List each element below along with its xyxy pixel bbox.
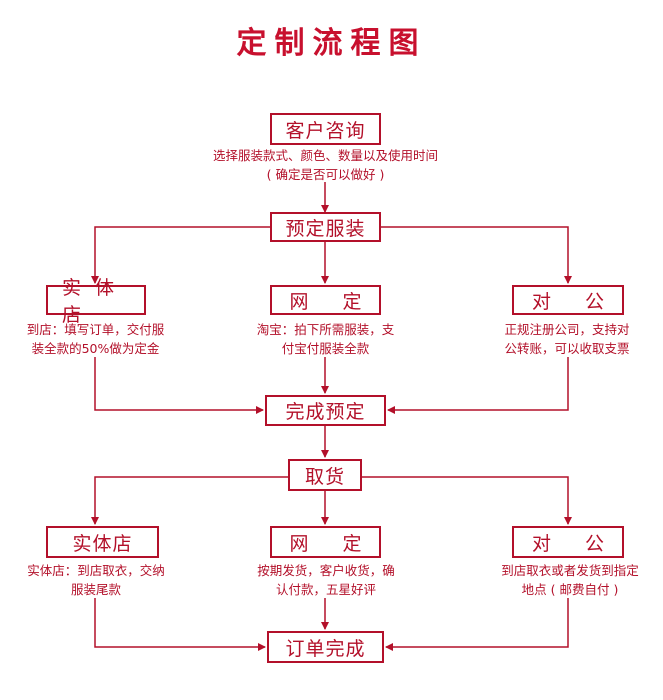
note-online-2: 按期发货，客户收货，确 认付款，五星好评 — [236, 561, 416, 599]
node-store-1: 实体店 — [46, 277, 146, 326]
arrow-store-complete — [94, 598, 266, 651]
node-online-1: 网 定 — [270, 285, 381, 315]
note-corp-1-line2: 公转账，可以收取支票 — [504, 341, 630, 356]
note-online-1-line1: 淘宝：拍下所需服装，支 — [256, 322, 395, 337]
page-title: 定制流程图 — [236, 26, 427, 61]
note-store-2-line1: 实体店：到店取衣，交纳 — [27, 563, 165, 578]
node-pickup: 取货 — [288, 459, 362, 491]
arrow-store-done — [94, 357, 264, 414]
node-order-complete: 订单完成 — [267, 631, 384, 663]
arrow-corp-done — [387, 357, 569, 414]
node-online-2: 网 定 — [270, 526, 381, 558]
node-corp-1: 对 公 — [512, 285, 624, 315]
note-store-1-line2: 装全款的50%做为定金 — [31, 341, 160, 356]
arrow-corp-complete — [385, 598, 569, 651]
note-store-2-line2: 服装尾款 — [70, 582, 121, 597]
node-done-preorder: 完成预定 — [265, 395, 386, 426]
note-corp-2-line1: 到店取衣或者发货到指定 — [501, 563, 639, 578]
note-online-2-line1: 按期发货，客户收货，确 — [257, 563, 395, 578]
note-consult: 选择服装款式、颜色、数量以及使用时间 ( 确定是否可以做好 ) — [163, 146, 488, 184]
note-corp-1: 正规注册公司，支持对 公转账，可以收取支票 — [478, 320, 656, 358]
note-store-1: 到店：填写订单，交付服 装全款的50%做为定金 — [8, 320, 183, 358]
arrow-pickup-store — [91, 476, 288, 525]
node-preorder: 预定服装 — [270, 212, 381, 242]
arrow-preorder-corp — [381, 226, 572, 284]
note-store-1-line1: 到店：填写订单，交付服 — [26, 322, 165, 337]
note-online-1: 淘宝：拍下所需服装，支 付宝付服装全款 — [238, 320, 413, 358]
note-corp-2-line2: 地点 ( 邮费自付 ) — [521, 582, 619, 597]
arrow-preorder-store — [91, 226, 270, 284]
note-online-2-line2: 认付款，五星好评 — [275, 582, 376, 597]
note-consult-line2: ( 确定是否可以做好 ) — [266, 167, 385, 182]
note-consult-line1: 选择服装款式、颜色、数量以及使用时间 — [212, 148, 438, 163]
node-corp-2: 对 公 — [512, 526, 624, 558]
note-store-2: 实体店：到店取衣，交纳 服装尾款 — [6, 561, 186, 599]
node-store-2: 实体店 — [46, 526, 159, 558]
note-online-1-line2: 付宝付服装全款 — [281, 341, 370, 356]
arrow-pickup-corp — [362, 476, 572, 525]
note-corp-1-line1: 正规注册公司，支持对 — [504, 322, 630, 337]
node-consult: 客户咨询 — [270, 113, 381, 145]
note-corp-2: 到店取衣或者发货到指定 地点 ( 邮费自付 ) — [480, 561, 660, 599]
